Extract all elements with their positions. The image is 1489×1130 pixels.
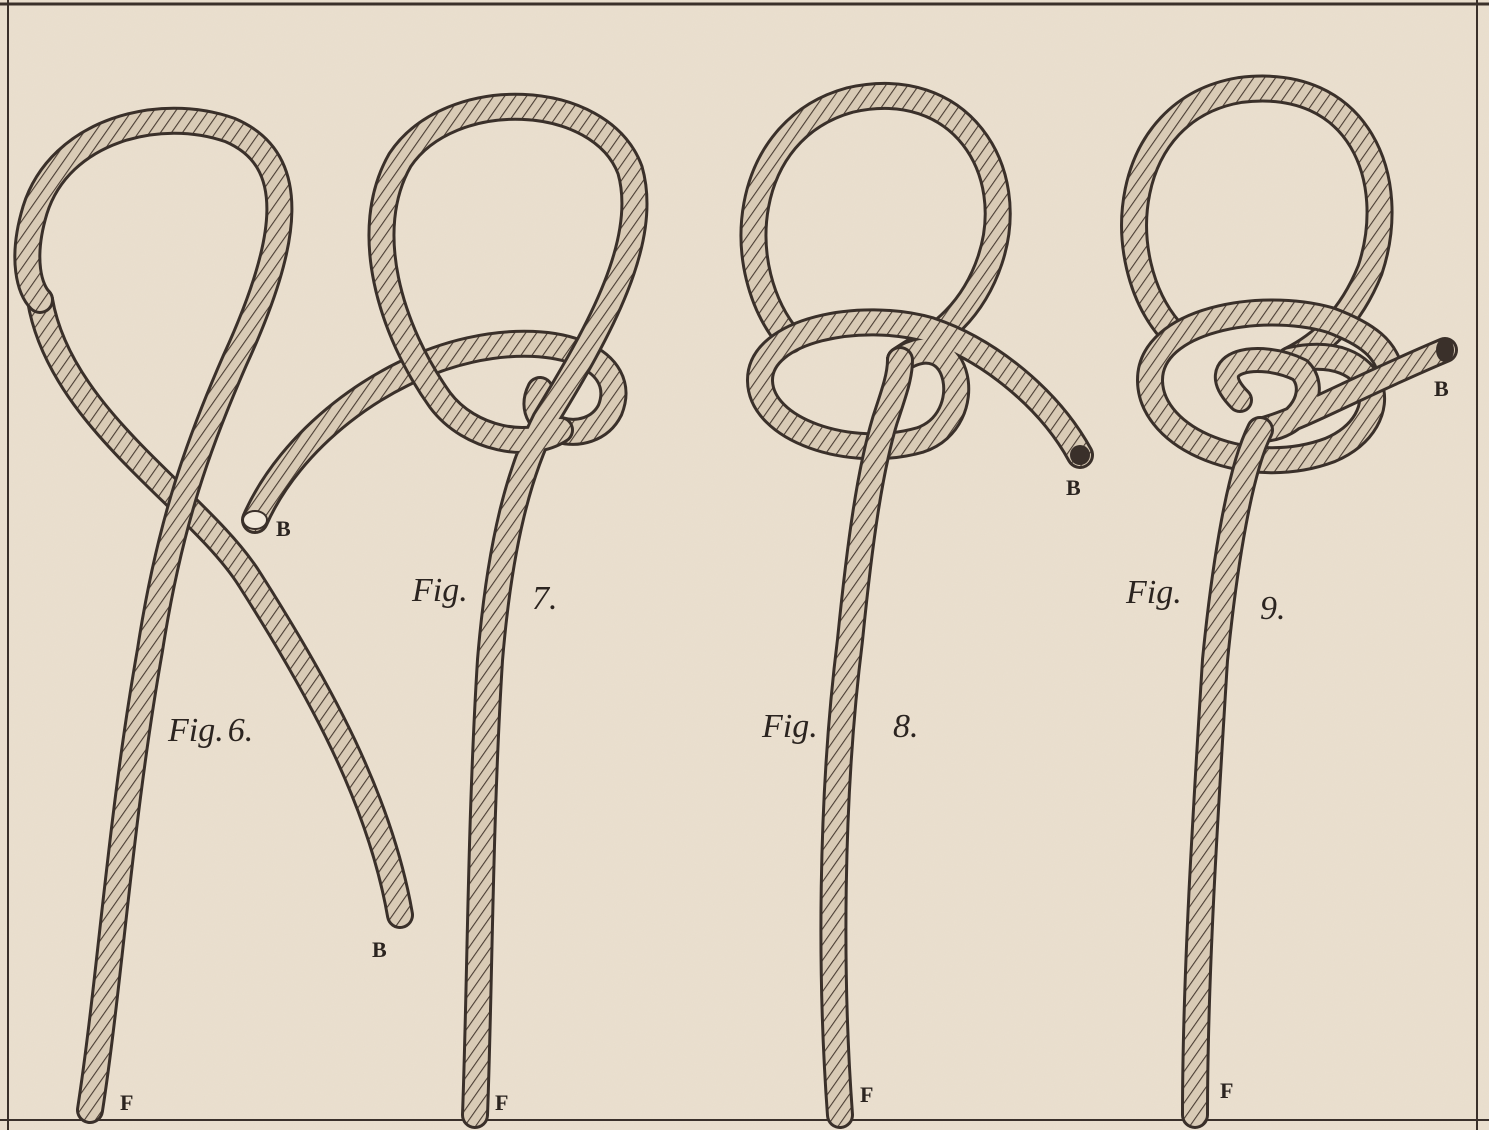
- figure-7-fig-word: Fig.: [412, 572, 468, 610]
- figure-6-caption: Fig.6.: [168, 712, 253, 750]
- fig8-working-end-label: B: [1066, 475, 1081, 501]
- figure-9-number: 9.: [1260, 590, 1286, 628]
- figure-8-number: 8.: [893, 708, 919, 746]
- fig9-standing-end-label: F: [1220, 1078, 1233, 1104]
- fig8-standing-end-label: F: [860, 1082, 873, 1108]
- fig7-working-end-label: B: [276, 516, 291, 542]
- fig7-standing-end-label: F: [495, 1090, 508, 1116]
- figure-7-number: 7.: [532, 580, 558, 618]
- figure-9-fig-word: Fig.: [1126, 574, 1182, 612]
- figure-6-fig-word: Fig.: [168, 712, 224, 749]
- fig9-working-end-label: B: [1434, 376, 1449, 402]
- figure-8-fig-word: Fig.: [762, 708, 818, 746]
- figure-6-number: 6.: [228, 712, 254, 749]
- fig6-working-end-label: B: [372, 937, 387, 963]
- fig6-standing-end-label: F: [120, 1090, 133, 1116]
